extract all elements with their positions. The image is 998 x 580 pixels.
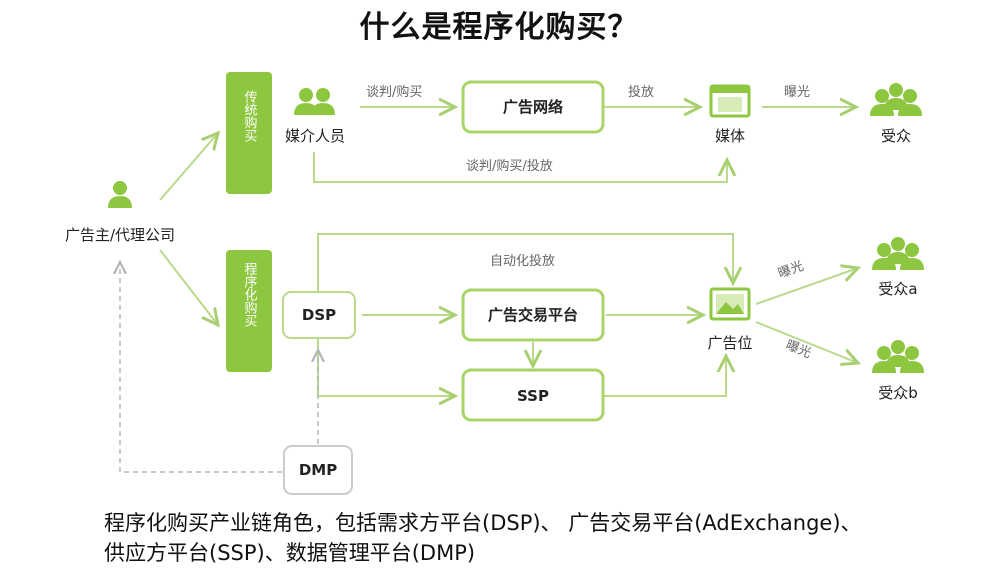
audience-label: 受众 xyxy=(881,127,911,145)
ad-slot-label: 广告位 xyxy=(707,334,752,352)
edge-advertiser-programmatic xyxy=(159,249,218,325)
edge-adslot-audience-b xyxy=(755,321,858,363)
edge-label-negotiate-buy-deliver: 谈判/购买/投放 xyxy=(466,158,553,174)
edge-buyer-media-direct xyxy=(313,152,727,183)
traditional-buying-label: 传统购买 xyxy=(242,90,258,143)
programmatic-buying-bar xyxy=(226,250,272,372)
caption-line-2: 供应方平台(SSP)、数据管理平台(DMP) xyxy=(104,541,476,565)
audience-node: 受众 xyxy=(870,83,922,145)
advertiser-node: 广告主/代理公司 xyxy=(65,181,175,244)
ad-network-node: 广告网络 xyxy=(461,80,605,134)
media-label: 媒体 xyxy=(715,127,745,145)
media-buyer-label: 媒介人员 xyxy=(285,127,345,145)
edge-adslot-audience-a xyxy=(755,268,858,305)
dsp-label: DSP xyxy=(302,306,336,324)
edge-dsp-adslot-auto xyxy=(317,233,733,292)
edge-label-auto-deliver: 自动化投放 xyxy=(490,253,555,269)
audience-a-people-icon xyxy=(872,237,924,270)
ssp-label: SSP xyxy=(517,387,549,405)
ad-network-label: 广告网络 xyxy=(503,98,563,116)
programmatic-buying-label: 程序化购买 xyxy=(242,262,258,328)
dmp-label: DMP xyxy=(299,461,337,479)
page-title: 什么是程序化购买？ xyxy=(359,10,639,45)
audience-a-node: 受众a xyxy=(872,237,924,298)
edge-ssp-adslot xyxy=(604,356,726,397)
media-buyer-node: 媒介人员 xyxy=(285,88,345,145)
edge-advertiser-traditional xyxy=(159,133,218,201)
media-buyer-people-icon xyxy=(294,88,335,115)
media-node: 媒体 xyxy=(709,84,751,145)
advertiser-person-icon xyxy=(108,181,132,208)
image-icon xyxy=(709,287,751,321)
edge-dsp-ssp xyxy=(317,338,455,396)
ad-exchange-label: 广告交易平台 xyxy=(488,306,578,324)
audience-b-people-icon xyxy=(872,340,924,373)
dmp-node: DMP xyxy=(283,445,353,495)
advertiser-label: 广告主/代理公司 xyxy=(65,226,175,244)
edge-dmp-advertiser xyxy=(120,262,282,473)
audience-b-node: 受众b xyxy=(872,340,924,402)
browser-window-icon xyxy=(709,84,751,118)
edge-label-exposure-top: 曝光 xyxy=(784,85,810,100)
traditional-buying-bar xyxy=(226,72,272,194)
edge-label-deliver: 投放 xyxy=(628,84,654,100)
ssp-node: SSP xyxy=(461,368,605,422)
edge-label-negotiate-buy: 谈判/购买 xyxy=(366,84,422,100)
ad-exchange-node: 广告交易平台 xyxy=(461,288,605,342)
edge-label-exposure-b: 曝光 xyxy=(784,338,814,362)
ad-slot-node: 广告位 xyxy=(707,287,753,352)
edge-label-exposure-a: 曝光 xyxy=(776,259,806,282)
dsp-node: DSP xyxy=(282,291,356,339)
caption-line-1: 程序化购买产业链角色，包括需求方平台(DSP)、 广告交易平台(AdExchan… xyxy=(104,511,862,535)
caption: 程序化购买产业链角色，包括需求方平台(DSP)、 广告交易平台(AdExchan… xyxy=(104,508,994,568)
audience-people-icon xyxy=(870,83,922,116)
audience-a-label: 受众a xyxy=(878,280,917,298)
audience-b-label: 受众b xyxy=(878,384,918,402)
